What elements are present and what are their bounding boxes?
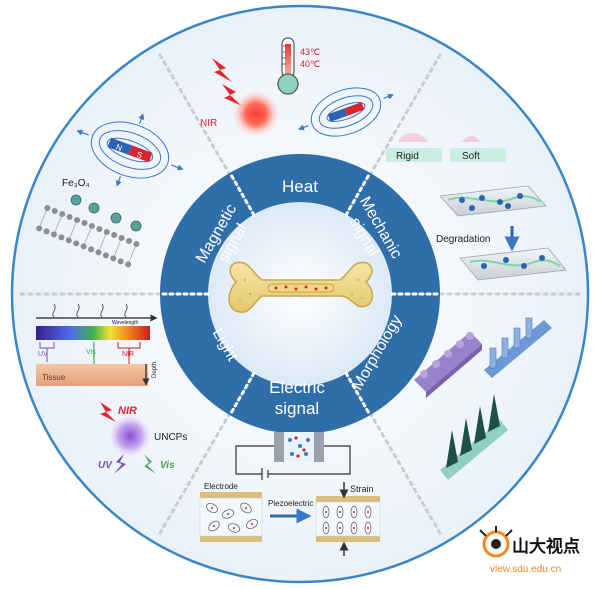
watermark-brand: 山大视点 [512,536,580,556]
heat-panel: NIR 43℃ 40℃ [200,37,394,138]
morph-spikes-teal [440,394,508,480]
uncps-label: UNCPs [154,432,187,443]
capacitor-cell [274,432,324,462]
morph-pillars-blue [484,317,552,378]
sector-dividers [18,53,582,535]
label-heat: Heat [282,177,318,196]
thermometer-icon [277,37,299,95]
spectrum-uv-label: UV [38,351,48,358]
degradation-label: Degradation [436,234,490,245]
sdu-logo-icon [479,526,513,558]
nir-lightning-icon-2 [222,84,242,106]
soft-label: Soft [462,151,480,162]
depth-label: Depth [152,362,158,378]
nir-lightning-icon [212,58,232,82]
mechanic-panel: Rigid Soft Degradation [386,133,567,281]
uv-bracket [39,342,55,362]
light-panel: Wavelength UV Vis NIR Tissue Depth NIR U… [36,303,187,474]
cell-membrane [36,204,140,268]
electric-panel: Electrode Piezoelectric Strain [199,432,381,556]
heat-nir-label: NIR [200,118,217,129]
rigid-label: Rigid [396,151,419,162]
wavelength-label: Wavelength [112,320,138,326]
spectrum-vis-label: Vis [86,349,96,356]
label-electric: Electric [269,378,325,397]
uncp-nir-label: NIR [118,405,137,417]
fe3o4-particles [70,194,142,232]
spectrum-bar [36,326,150,340]
label-electric-signal: signal [275,399,319,418]
uv-emission-icon [114,454,126,474]
uncp-glow [108,414,152,458]
temp-low-label: 40℃ [300,59,320,69]
piezoelectric-label: Piezoelectric [268,499,313,508]
morphology-panel [414,317,552,480]
fe3o4-label: Fe₃O₄ [62,178,90,189]
scaffold-before [439,185,547,217]
watermark-url: view.sdu.edu.cn [490,564,561,575]
magnet-field-left: N S [76,113,184,187]
rigid-substrate [386,148,442,162]
uncp-nir-bolt-icon [100,402,116,422]
vis-emission-icon [144,454,156,474]
scaffold-after [459,247,567,281]
magnet-south-label: S [135,150,143,160]
temp-high-label: 43℃ [300,47,320,57]
morph-bumps-purple [414,332,482,398]
tissue-label: Tissue [42,373,66,382]
magnet-north-label: N [115,142,124,153]
spectrum-nir-label: NIR [122,351,134,358]
magnet-field-top [298,87,394,137]
uncp-uv-label: UV [98,460,113,471]
electrode-box [199,492,263,542]
bone-illustration [228,261,374,313]
heat-glow [232,90,280,138]
soft-substrate [450,148,506,162]
circuit [235,445,351,480]
uncp-vis-label: Vis [160,460,175,471]
tissue-block [36,364,148,386]
strain-label: Strain [350,484,374,494]
wave-curls [52,303,128,319]
magnetic-panel: N S Fe₃O₄ [36,113,184,268]
ring-dividers [158,171,442,417]
watermark: 山大视点 view.sdu.edu.cn [479,526,580,575]
electrode-label: Electrode [204,482,238,491]
strained-electrode-box [315,496,381,542]
